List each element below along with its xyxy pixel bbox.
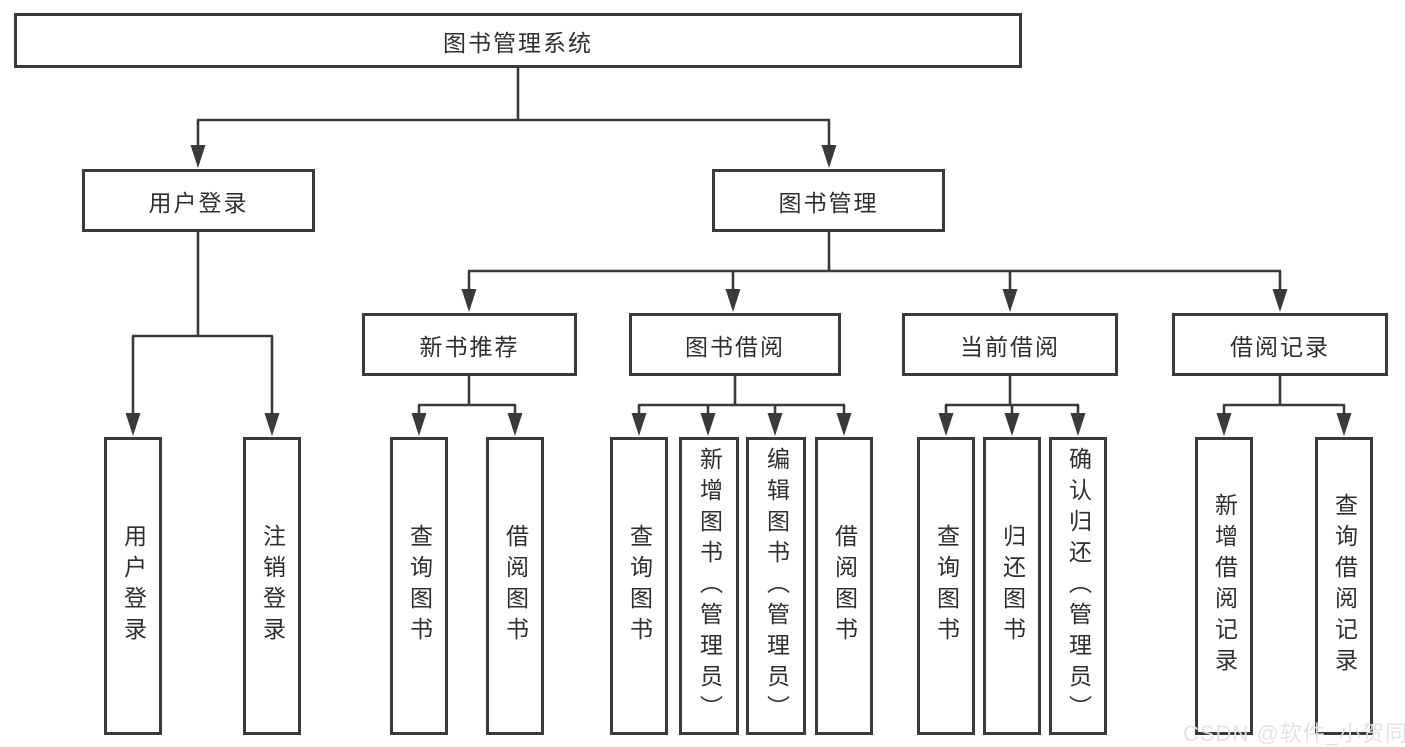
leaf-br-add-record-label: 新增借阅记录	[1211, 493, 1238, 679]
leaf-rec-borrow-books: 借阅图书	[486, 437, 544, 735]
node-user-login-label: 用户登录	[148, 189, 249, 216]
leaf-rec-borrow-books-label: 借阅图书	[502, 524, 529, 648]
node-library-system: 图书管理系统	[14, 13, 1022, 68]
leaf-bb-borrow-books: 借阅图书	[815, 437, 873, 735]
leaf-cb-confirm-return-label: 确认归还（管理员）	[1065, 446, 1092, 726]
leaf-cb-return-books: 归还图书	[983, 437, 1041, 735]
leaf-bb-borrow-books-label: 借阅图书	[831, 524, 858, 648]
connector-new-book-rec	[417, 376, 517, 416]
leaf-user-login-label: 用户登录	[120, 524, 147, 648]
leaf-user-login: 用户登录	[104, 437, 162, 735]
leaf-rec-query-books: 查询图书	[390, 437, 448, 735]
leaf-cb-query-books-label: 查询图书	[933, 524, 960, 648]
connector-root	[196, 66, 831, 147]
leaf-cb-confirm-return: 确认归还（管理员）	[1049, 437, 1107, 735]
leaf-rec-query-books-label: 查询图书	[406, 524, 433, 648]
node-book-borrow: 图书借阅	[629, 313, 841, 376]
leaf-bb-add-books: 新增图书（管理员）	[679, 437, 739, 735]
leaf-logout-label: 注销登录	[259, 524, 286, 648]
leaf-bb-edit-books: 编辑图书（管理员）	[746, 437, 806, 735]
leaf-bb-query-books-label: 查询图书	[626, 524, 653, 648]
leaf-bb-edit-books-label: 编辑图书（管理员）	[763, 446, 790, 726]
watermark-text: CSDN @软件_小贺同学	[1183, 721, 1405, 746]
connector-current-borrow	[944, 376, 1080, 416]
node-borrow-records-label: 借阅记录	[1230, 333, 1330, 360]
leaf-logout: 注销登录	[243, 437, 301, 735]
node-book-borrow-label: 图书借阅	[685, 333, 785, 360]
node-borrow-records: 借阅记录	[1172, 313, 1388, 376]
connector-borrow-records	[1222, 376, 1346, 416]
node-book-management-label: 图书管理	[778, 189, 879, 216]
node-new-book-recommend-label: 新书推荐	[419, 333, 520, 360]
node-library-system-label: 图书管理系统	[443, 29, 593, 56]
node-book-management: 图书管理	[712, 169, 945, 232]
leaf-bb-query-books: 查询图书	[610, 437, 668, 735]
node-new-book-recommend: 新书推荐	[362, 313, 577, 376]
node-current-borrow: 当前借阅	[902, 313, 1118, 376]
connector-book-mgmt	[467, 232, 1282, 293]
leaf-br-query-record-label: 查询借阅记录	[1331, 493, 1358, 679]
leaf-br-add-record: 新增借阅记录	[1195, 437, 1253, 735]
connector-user-login	[131, 232, 274, 416]
leaf-cb-return-books-label: 归还图书	[999, 524, 1026, 648]
arrowheads	[125, 145, 1352, 436]
connector-book-borrow	[637, 376, 846, 416]
leaf-br-query-record: 查询借阅记录	[1315, 437, 1373, 735]
leaf-bb-add-books-label: 新增图书（管理员）	[696, 446, 723, 726]
leaf-cb-query-books: 查询图书	[917, 437, 975, 735]
node-current-borrow-label: 当前借阅	[960, 333, 1060, 360]
node-user-login: 用户登录	[82, 169, 315, 232]
